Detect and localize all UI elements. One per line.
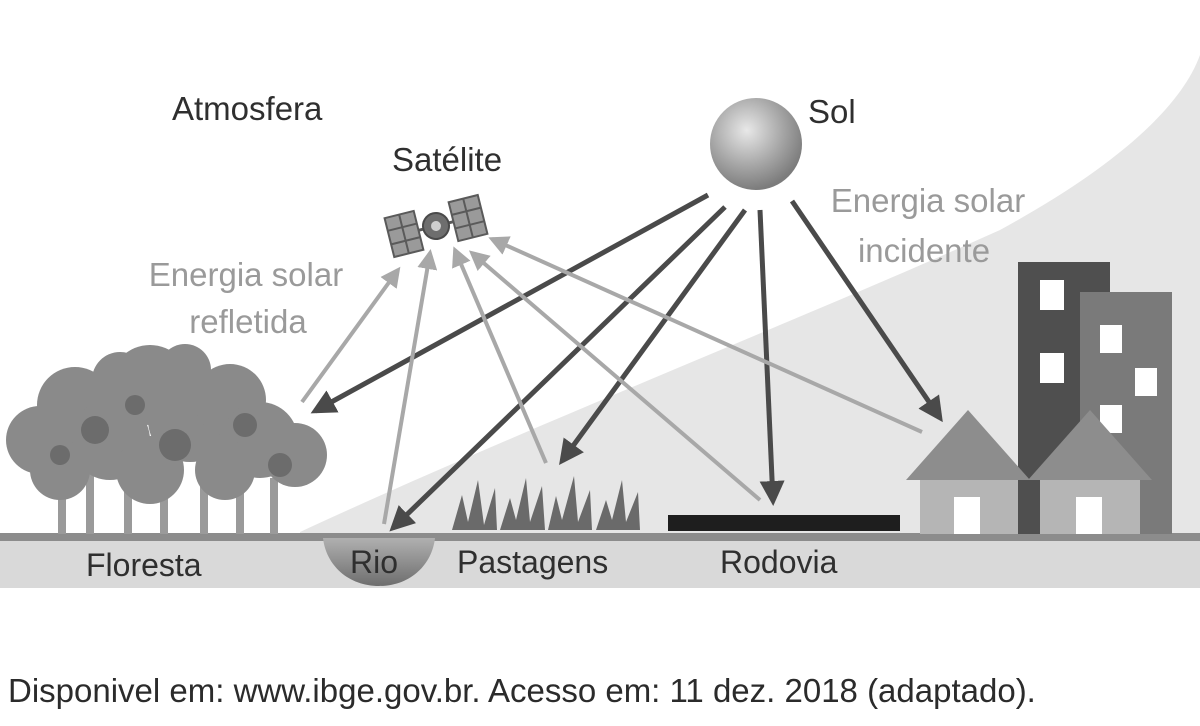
satellite-label: Satélite [392, 141, 503, 178]
pasture-label: Pastagens [457, 544, 609, 580]
grass-icon [452, 476, 640, 530]
reflected-arrow-pasture [452, 246, 548, 464]
reflected-arrow-forest [300, 266, 401, 404]
ground-line [0, 533, 1200, 541]
forest-label: Floresta [86, 547, 202, 583]
ground-band [0, 538, 1200, 588]
incident-arrow-houses [789, 199, 943, 423]
road-icon [668, 515, 900, 531]
satellite-icon [383, 193, 489, 259]
reflected-arrow-road [468, 250, 762, 502]
reflected-energy-label-line1: Energia solar [148, 256, 344, 293]
sun-label: Sol [808, 93, 856, 130]
incident-energy-label-line2: incidente [857, 232, 991, 269]
incident-arrows [310, 192, 943, 532]
incident-arrow-road [757, 209, 785, 506]
incident-arrow-river [389, 205, 727, 532]
sun-icon [710, 98, 802, 190]
highway-label: Rodovia [720, 544, 838, 580]
forest-icon [6, 344, 327, 534]
houses-icon [906, 410, 1152, 534]
incident-arrow-pasture [559, 208, 748, 466]
source-caption: Disponivel em: www.ibge.gov.br. Acesso e… [8, 672, 1036, 709]
reflected-arrow-river [382, 249, 438, 525]
reflected-arrow-houses [488, 236, 923, 434]
reflected-energy-label-line2: refletida [189, 303, 307, 340]
river-icon [323, 538, 435, 586]
incident-arrow-forest [310, 192, 710, 414]
atmosphere-label: Atmosfera [172, 90, 323, 127]
reflected-arrows [300, 236, 923, 525]
river-label: Rio [350, 544, 399, 580]
incident-energy-label-line1: Energia solar [830, 182, 1026, 219]
